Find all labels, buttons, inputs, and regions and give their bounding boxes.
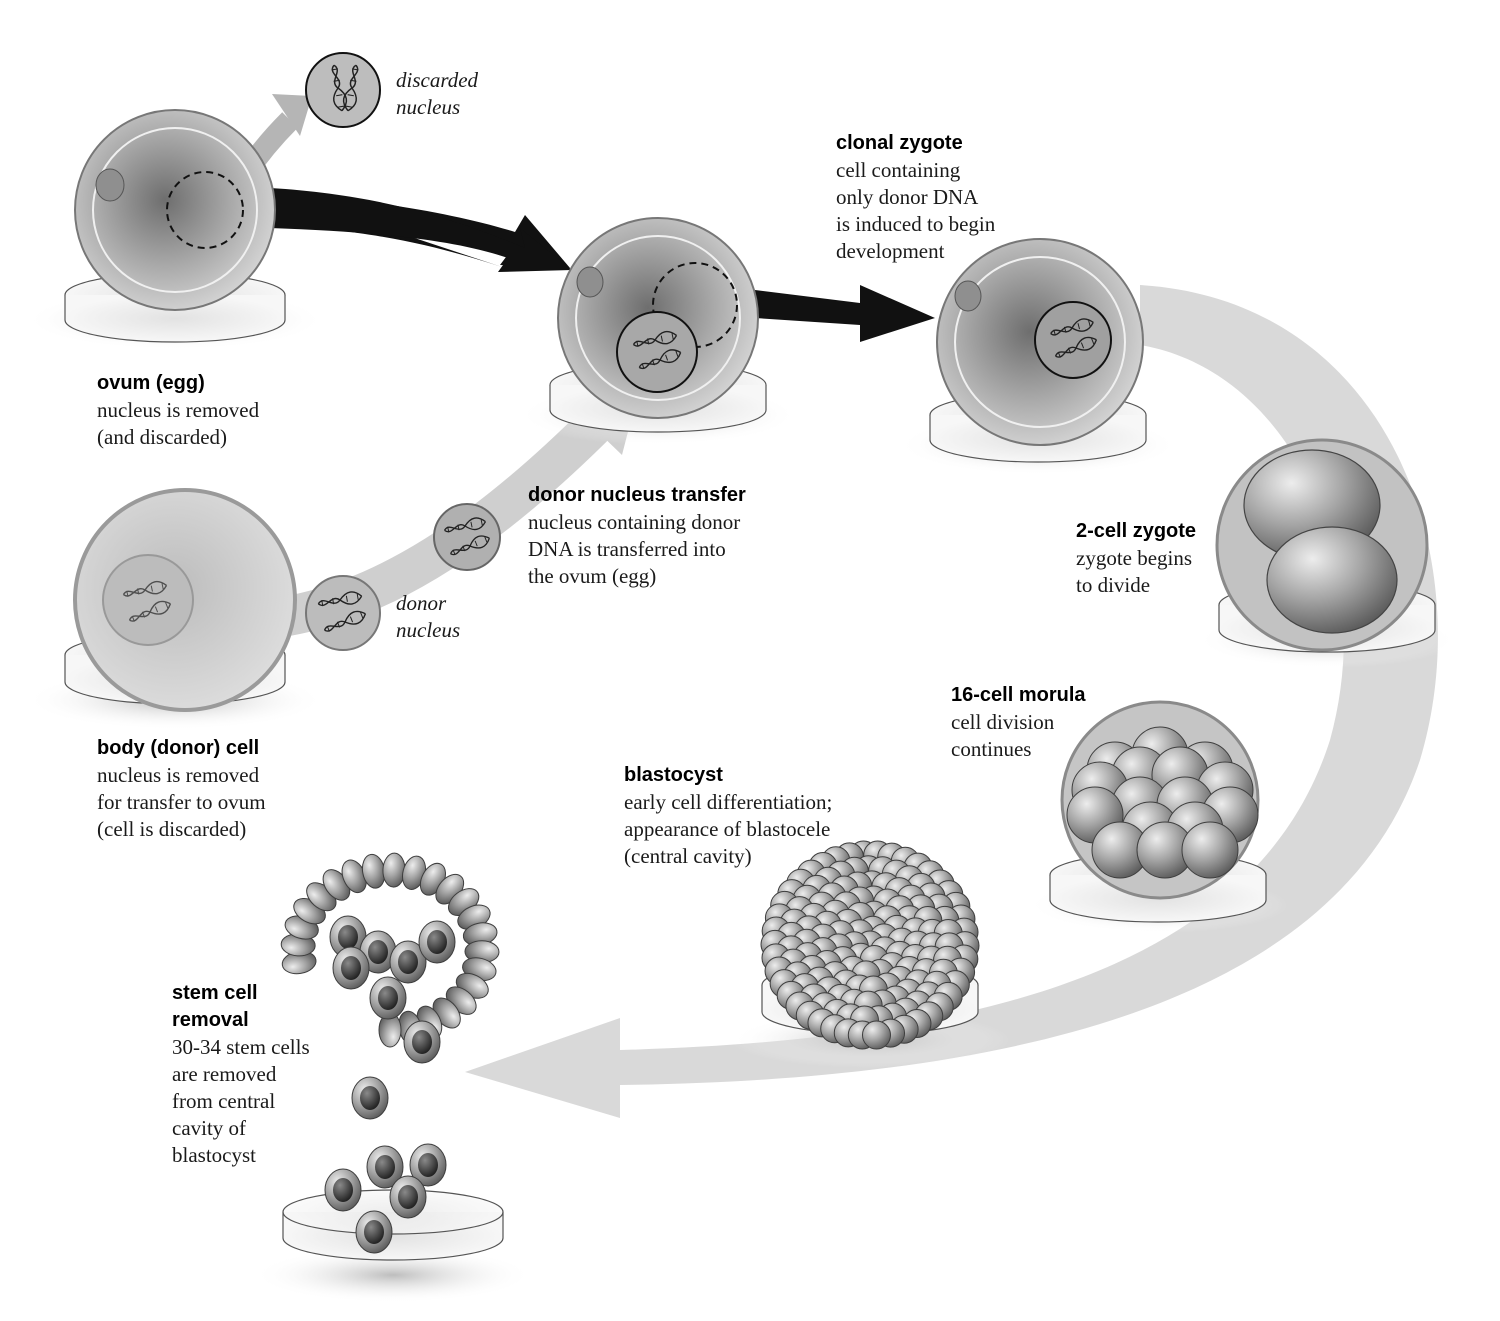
stem-cell-nucleus (338, 925, 358, 949)
morula-line-2: continues (951, 737, 1032, 761)
body-line-3: (cell is discarded) (97, 817, 247, 841)
blastocyst-line-1: early cell differentiation; (624, 790, 833, 814)
two-cell-line-1: zygote begins (1076, 546, 1193, 570)
two-cell-zygote-stage (1197, 438, 1457, 668)
stem-cell-nucleus (427, 930, 447, 954)
stem-cell-nucleus (375, 1155, 395, 1179)
morula-label: 16-cell morula cell division continues (951, 682, 1086, 763)
ovum-line-1: nucleus is removed (97, 398, 260, 422)
donor-nucleus-label: donor nucleus (396, 590, 460, 644)
body-cell-stage (25, 488, 325, 730)
morula-title: 16-cell morula (951, 684, 1086, 706)
clonal-line-3: is induced to begin (836, 212, 996, 236)
ovum-stage (25, 109, 325, 350)
stem-cell-stage (253, 852, 533, 1303)
stem-cell-nucleus (360, 1086, 380, 1110)
two-cell-label: 2-cell zygote zygote begins to divide (1076, 518, 1196, 599)
ovum-line-2: (and discarded) (97, 425, 228, 449)
black-arrow-2 (755, 285, 935, 342)
morula-stage (1028, 700, 1288, 933)
trophoblast-cell (382, 852, 406, 888)
body-line-1: nucleus is removed (97, 763, 260, 787)
discarded-nucleus (305, 52, 381, 128)
donor-line-2: nucleus (396, 618, 461, 642)
transfer-title: donor nucleus transfer (528, 484, 746, 506)
stem-cell-nucleus (378, 986, 398, 1010)
donor-nucleus-moving (433, 503, 501, 571)
blastocyst-cell (861, 1020, 891, 1050)
stem-cell-nucleus (333, 1178, 353, 1202)
clonal-zygote-stage (898, 238, 1178, 475)
clonal-line-4: development (836, 239, 945, 263)
blastocyst-label: blastocyst early cell differentiation; a… (624, 762, 832, 870)
clonal-title: clonal zygote (836, 132, 963, 154)
body-title: body (donor) cell (97, 737, 260, 759)
blastocyst-title: blastocyst (624, 764, 723, 786)
stem-cell-nucleus (364, 1220, 384, 1244)
stem-cell-nucleus (412, 1030, 432, 1054)
transfer-line-3: the ovum (egg) (528, 564, 657, 588)
two-cell-title: 2-cell zygote (1076, 520, 1197, 542)
stem-cell-nucleus (398, 950, 418, 974)
transfer-label: donor nucleus transfer nucleus containin… (528, 482, 746, 590)
morula-cell (1181, 821, 1239, 879)
stem-line-3: from central (172, 1089, 276, 1113)
black-arrow-1 (270, 188, 572, 272)
clonal-zygote-label: clonal zygote cell containing only donor… (836, 130, 995, 265)
clonal-line-2: only donor DNA (836, 185, 979, 209)
discarded-line-1: discarded (396, 68, 479, 92)
donor-line-1: donor (396, 591, 447, 615)
stem-cell-nucleus (398, 1185, 418, 1209)
stem-cell-label: stem cell removal 30-34 stem cells are r… (172, 980, 310, 1169)
two-cell-line-2: to divide (1076, 573, 1151, 597)
stem-cell-nucleus (368, 940, 388, 964)
blastocyst-stage (730, 840, 1010, 1068)
discarded-line-2: nucleus (396, 95, 461, 119)
stem-cell-nucleus (418, 1153, 438, 1177)
morula-line-1: cell division (951, 710, 1055, 734)
stem-cell-nucleus (341, 956, 361, 980)
discarded-nucleus-label: discarded nucleus (396, 67, 478, 121)
stem-line-1: 30-34 stem cells (172, 1035, 310, 1059)
stem-line-4: cavity of (172, 1116, 247, 1140)
stem-line-5: blastocyst (172, 1143, 256, 1167)
blastocyst-line-3: (central cavity) (624, 844, 752, 868)
blastocyst-line-2: appearance of blastocele (624, 817, 831, 841)
ovum-label: ovum (egg) nucleus is removed (and disca… (97, 370, 259, 451)
body-line-2: for transfer to ovum (97, 790, 266, 814)
transfer-line-1: nucleus containing donor (528, 510, 741, 534)
transfer-cell-stage (518, 217, 798, 445)
clonal-line-1: cell containing (836, 158, 961, 182)
body-cell-label: body (donor) cell nucleus is removed for… (97, 735, 266, 843)
donor-nucleus-small (305, 575, 381, 651)
transfer-line-2: DNA is transferred into (528, 537, 726, 561)
ovum-title: ovum (egg) (97, 372, 205, 394)
stem-title: stem cell removal (172, 982, 258, 1031)
stem-line-2: are removed (172, 1062, 277, 1086)
